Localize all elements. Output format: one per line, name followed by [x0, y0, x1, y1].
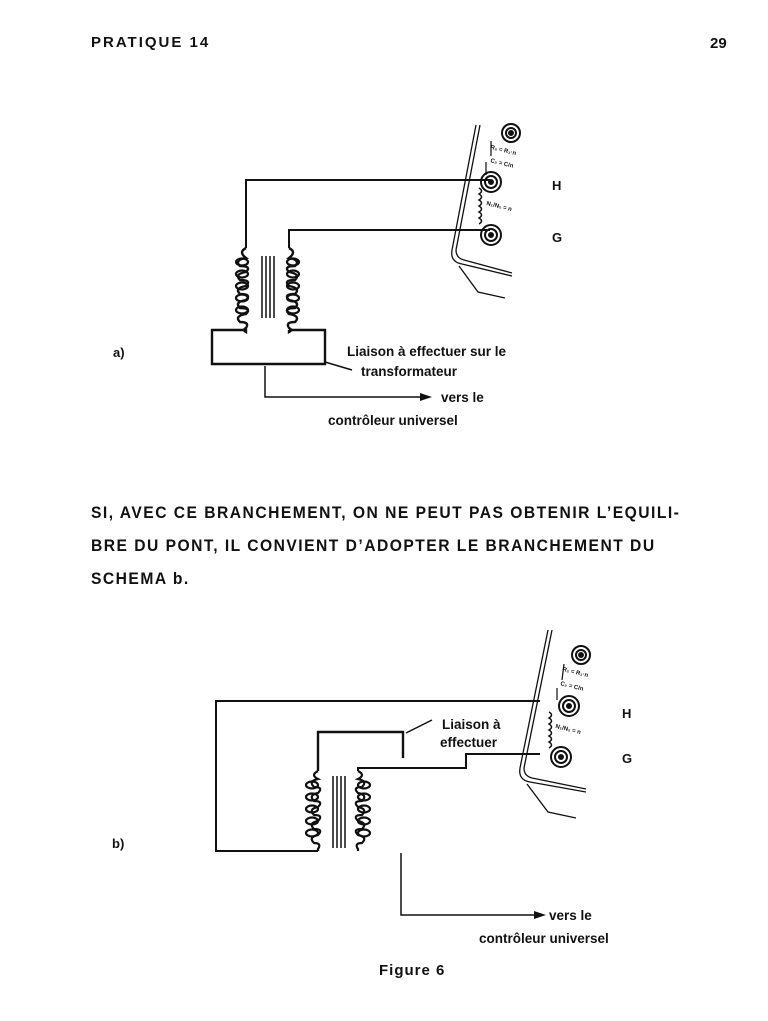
- terminal-g-a: [480, 224, 502, 246]
- diagram-b-label: b): [112, 836, 125, 851]
- terminal-h-label-a: H: [552, 178, 562, 193]
- arrow-text-a-line2: contrôleur universel: [328, 413, 458, 428]
- diagram-a-label: a): [113, 345, 125, 360]
- coil-left-a: [210, 246, 327, 366]
- paragraph-line-2: BRE DU PONT, IL CONVIENT D’ADOPTER LE BR…: [91, 536, 656, 555]
- pointer-liaison-b: [405, 719, 433, 734]
- terminal-h-label-b: H: [622, 706, 632, 721]
- terminal-g-b: [550, 746, 572, 768]
- arrow-head-a: [420, 393, 432, 401]
- wire-to-g-a: [288, 229, 490, 248]
- instrument-panel-b: [519, 629, 587, 819]
- terminal-h-a: [480, 171, 502, 193]
- section-title: PRATIQUE 14: [91, 34, 211, 51]
- liaison-note-a-line2: transformateur: [361, 364, 458, 379]
- link-b: [316, 730, 405, 771]
- transformer-a: [210, 179, 490, 366]
- coil-loops-a: [234, 257, 301, 315]
- terminal-top-b: [571, 645, 591, 665]
- arrow-text-a-line1: vers le: [441, 390, 484, 405]
- terminal-top-a: [501, 123, 521, 143]
- liaison-note-b-line1: Liaison à: [442, 717, 501, 732]
- figure-caption: Figure 6: [379, 962, 446, 979]
- arrow-text-b-line1: vers le: [549, 908, 592, 923]
- page-number: 29: [710, 35, 727, 52]
- switch-coil-a: [477, 187, 483, 225]
- wire-to-h-b: [215, 700, 540, 852]
- instrument-panel-a: [451, 124, 513, 299]
- transformer-b: [215, 700, 540, 852]
- coil-loops-b: [304, 770, 372, 851]
- wire-to-controller-a: [264, 366, 420, 398]
- arrow-text-b-line2: contrôleur universel: [479, 931, 609, 946]
- terminal-g-label-b: G: [622, 751, 633, 766]
- instruction-paragraph: SI, AVEC CE BRANCHEMENT, ON NE PEUT PAS …: [91, 496, 753, 595]
- paragraph-line-1: SI, AVEC CE BRANCHEMENT, ON NE PEUT PAS …: [91, 503, 681, 522]
- arrow-head-b: [534, 911, 546, 919]
- liaison-note-a-line1: Liaison à effectuer sur le: [347, 344, 507, 359]
- wire-to-controller-b: [400, 853, 536, 916]
- liaison-note-b-line2: effectuer: [440, 735, 498, 750]
- pointer-liaison-a: [324, 361, 353, 371]
- switch-coil-b: [547, 711, 553, 749]
- terminal-g-label-a: G: [552, 230, 563, 245]
- terminal-h-b: [558, 695, 580, 717]
- wire-to-h-a: [245, 179, 490, 248]
- paragraph-line-3: SCHEMA b.: [91, 569, 190, 588]
- wire-to-g-b: [357, 753, 540, 771]
